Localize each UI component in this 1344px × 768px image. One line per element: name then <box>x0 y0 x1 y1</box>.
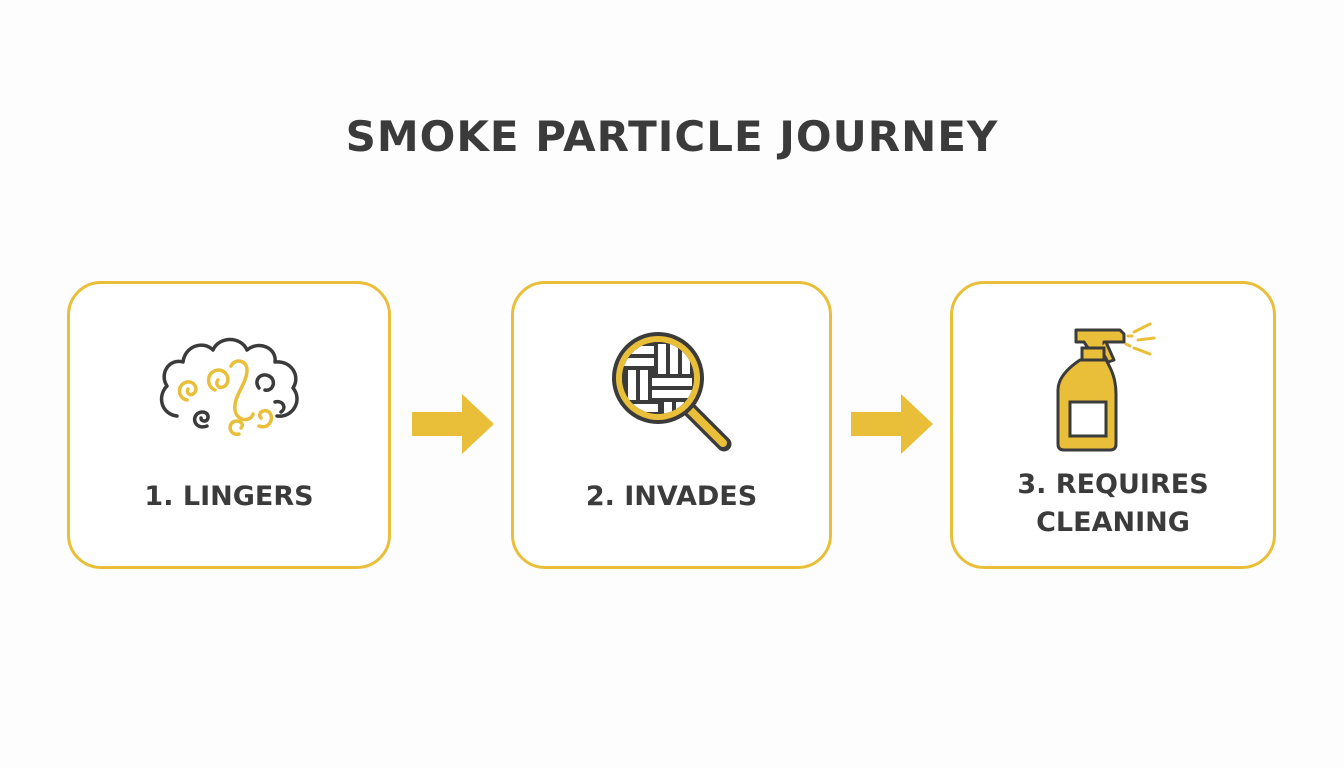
magnifier-fabric-icon <box>611 332 731 452</box>
step-label-lingers: 1. LINGERS <box>144 481 314 512</box>
step-card-requires-cleaning: 3. REQUIRES CLEANING <box>950 281 1276 569</box>
step-label-line1: 3. REQUIRES <box>1017 469 1209 500</box>
spray-bottle-icon <box>1056 322 1156 452</box>
diagram-title: SMOKE PARTICLE JOURNEY <box>345 112 999 161</box>
step-card-invades: 2. INVADES <box>511 281 832 569</box>
step-card-lingers: 1. LINGERS <box>67 281 391 569</box>
arrow-right-icon <box>851 394 933 454</box>
smoke-cloud-icon <box>159 337 299 436</box>
step-label-invades: 2. INVADES <box>585 481 758 512</box>
step-label-requires-cleaning: 3. REQUIRES CLEANING <box>953 466 1273 542</box>
step-label-line2: CLEANING <box>1036 507 1190 538</box>
arrow-right-icon <box>412 394 494 454</box>
